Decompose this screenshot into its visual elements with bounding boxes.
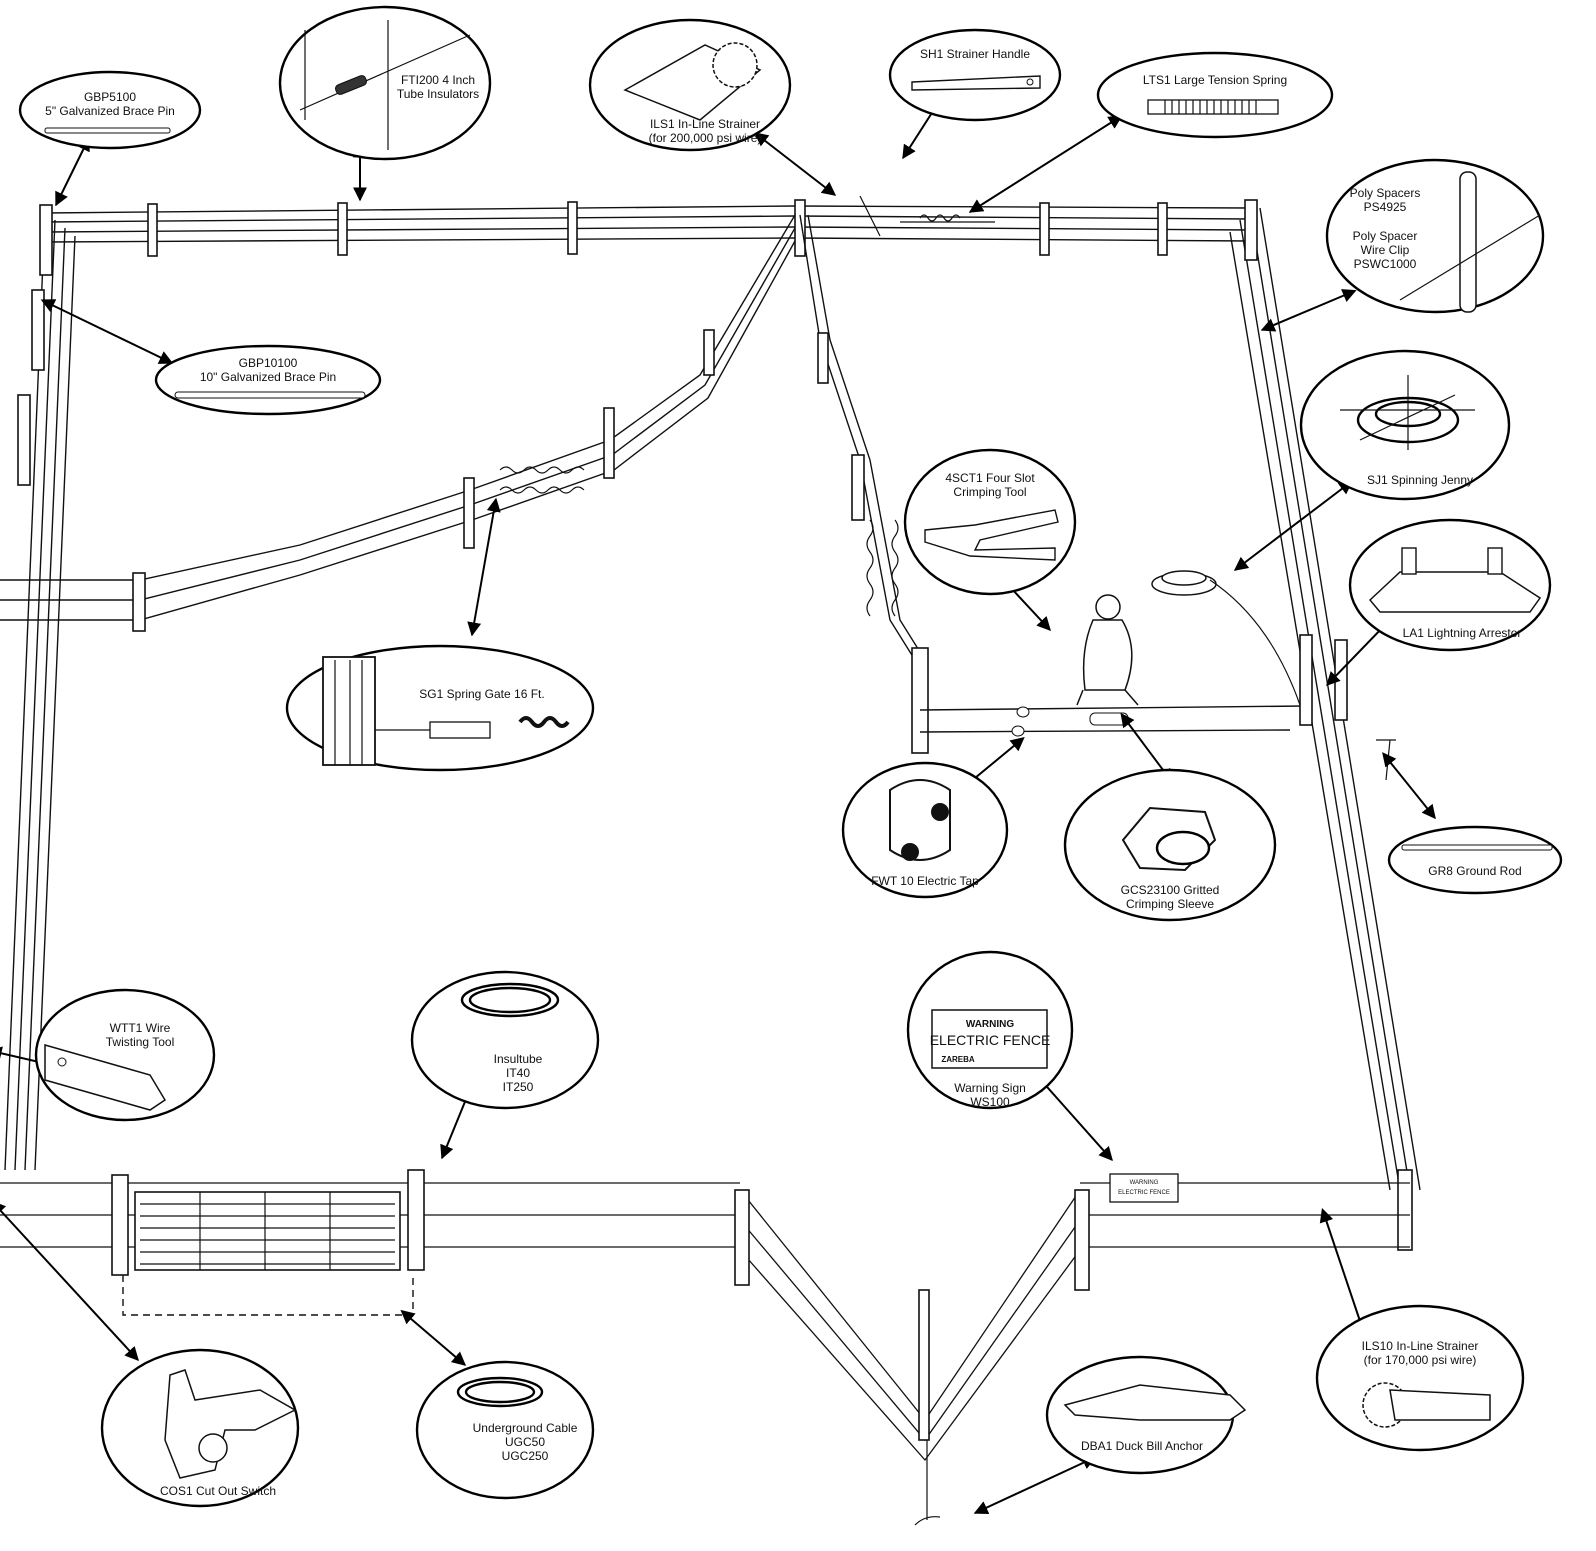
callout-sign-electric-fence: ELECTRIC FENCE	[930, 1032, 1051, 1048]
ils1-line2: (for 200,000 psi wire)	[649, 131, 762, 145]
callout-la1: LA1 Lightning Arrestor	[1350, 520, 1550, 650]
insultube-line2: IT40	[506, 1066, 530, 1080]
la1-line1: LA1 Lightning Arrestor	[1403, 626, 1522, 640]
callout-insultube: Insultube IT40 IT250	[412, 972, 598, 1108]
ils10-line1: ILS10 In-Line Strainer	[1362, 1339, 1479, 1353]
callout-gbp10100: GBP10100 10" Galvanized Brace Pin	[156, 346, 380, 414]
callout-sg1: SG1 Spring Gate 16 Ft.	[287, 646, 593, 770]
warning-line1: Warning Sign	[954, 1081, 1026, 1095]
lts1-line1: LTS1 Large Tension Spring	[1143, 73, 1287, 87]
gbp5100-line2: 5" Galvanized Brace Pin	[45, 104, 175, 118]
callout-dba1: DBA1 Duck Bill Anchor	[1047, 1357, 1245, 1473]
callout-sh1: SH1 Strainer Handle	[890, 30, 1060, 120]
crimp-line1: 4SCT1 Four Slot	[945, 471, 1035, 485]
callout-warning-sign: WARNING ELECTRIC FENCE ZAREBA Warning Si…	[908, 952, 1072, 1109]
callout-gcs23100: GCS23100 Gritted Crimping Sleeve	[1065, 770, 1275, 920]
fence-sign-warning: WARNING	[1130, 1180, 1159, 1186]
poly-line5: PSWC1000	[1354, 257, 1417, 271]
ugc-line1: Underground Cable	[473, 1421, 578, 1435]
callout-4sct1: 4SCT1 Four Slot Crimping Tool	[905, 450, 1075, 594]
fence-sign-electric-fence: ELECTRIC FENCE	[1118, 1190, 1170, 1196]
top-fence-line	[45, 196, 1250, 256]
fti200-line1: FTI200 4 Inch	[401, 73, 475, 87]
callout-ils1: ILS1 In-Line Strainer (for 200,000 psi w…	[590, 20, 790, 150]
underground-cable-path	[123, 1275, 413, 1315]
wtt1-line1: WTT1 Wire	[110, 1021, 171, 1035]
gbp10100-line1: GBP10100	[239, 356, 298, 370]
callout-lts1: LTS1 Large Tension Spring	[1098, 53, 1332, 137]
sh1-line1: SH1 Strainer Handle	[920, 47, 1030, 61]
sj1-line1: SJ1 Spinning Jenny	[1367, 473, 1473, 487]
callout-poly-spacers: Poly Spacers PS4925 Poly Spacer Wire Cli…	[1327, 160, 1543, 312]
sg1-line1: SG1 Spring Gate 16 Ft.	[419, 687, 544, 701]
worker-figure	[1077, 595, 1138, 705]
fwt-line1: FWT 10 Electric Tap	[871, 874, 979, 888]
gbp5100-line1: GBP5100	[84, 90, 136, 104]
poly-line1: Poly Spacers	[1350, 186, 1421, 200]
callout-fti200: FTI200 4 Inch Tube Insulators	[280, 7, 490, 159]
crimp-line2: Crimping Tool	[953, 485, 1026, 499]
callout-gr8: GR8 Ground Rod	[1389, 827, 1561, 893]
poly-line3: Poly Spacer	[1353, 229, 1418, 243]
ils1-line1: ILS1 In-Line Strainer	[650, 117, 760, 131]
fence-warning-sign: WARNING ELECTRIC FENCE	[1110, 1174, 1178, 1202]
poly-line4: Wire Clip	[1361, 243, 1410, 257]
callout-sj1: SJ1 Spinning Jenny	[1301, 351, 1509, 499]
callout-sign-brand: ZAREBA	[941, 1055, 975, 1064]
callout-gbp5100: GBP5100 5" Galvanized Brace Pin	[20, 72, 200, 148]
callout-ugc: Underground Cable UGC50 UGC250	[417, 1362, 593, 1498]
callout-fwt10: FWT 10 Electric Tap	[843, 763, 1007, 897]
ground-rod-field	[1376, 740, 1396, 780]
cos1-line1: COS1 Cut Out Switch	[160, 1484, 276, 1498]
warning-line2: WS100	[970, 1095, 1010, 1109]
ils10-line2: (for 170,000 psi wire)	[1364, 1353, 1477, 1367]
interior-diagonal-fence	[0, 215, 925, 660]
dba1-line1: DBA1 Duck Bill Anchor	[1081, 1439, 1203, 1453]
ugc-line3: UGC250	[502, 1449, 549, 1463]
spinning-jenny-ground	[1152, 571, 1300, 705]
wtt1-line2: Twisting Tool	[106, 1035, 174, 1049]
insultube-line3: IT250	[503, 1080, 534, 1094]
callout-cos1: COS1 Cut Out Switch	[102, 1350, 298, 1506]
fti200-line2: Tube Insulators	[397, 87, 479, 101]
poly-line2: PS4925	[1364, 200, 1407, 214]
insultube-line1: Insultube	[494, 1052, 543, 1066]
ugc-line2: UGC50	[505, 1435, 545, 1449]
gr8-line1: GR8 Ground Rod	[1428, 864, 1521, 878]
callout-sign-warning: WARNING	[966, 1019, 1015, 1030]
callout-ils10: ILS10 In-Line Strainer (for 170,000 psi …	[1317, 1306, 1523, 1450]
callout-wtt1: WTT1 Wire Twisting Tool	[36, 990, 214, 1120]
gcs-line1: GCS23100 Gritted	[1121, 883, 1220, 897]
gcs-line2: Crimping Sleeve	[1126, 897, 1214, 911]
gbp10100-line2: 10" Galvanized Brace Pin	[200, 370, 336, 384]
